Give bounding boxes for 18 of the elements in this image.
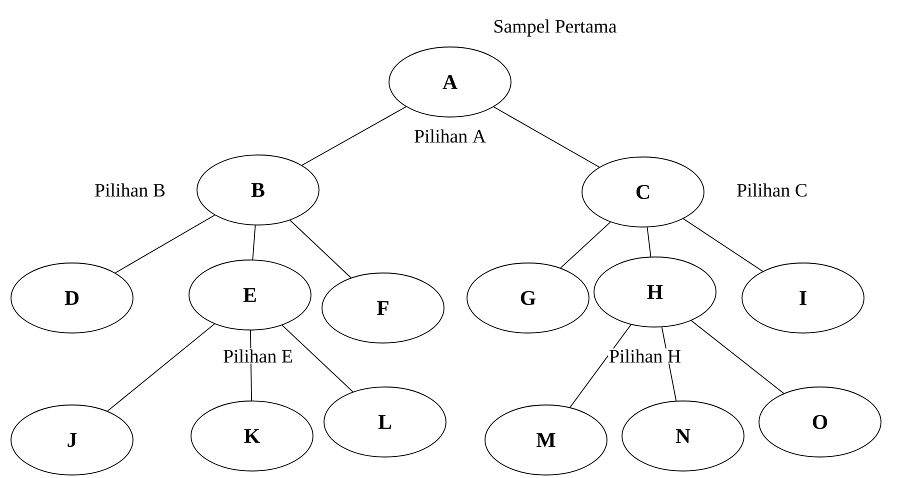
choice-label: Pilihan B [95,183,165,197]
choice-label: Pilihan C [737,183,806,197]
choice-label: Pilihan A [414,129,486,143]
tree-line [682,218,764,272]
tree-line [282,324,354,392]
tree-line [107,323,215,412]
tree-line [690,320,784,394]
choice-label: Pilihan E [224,349,292,363]
tree-line [560,222,611,268]
tree-line [302,106,406,166]
choice-label: Pilihan H [610,349,680,363]
choice-label: Sampel Pertama [494,19,617,37]
tree-line [114,214,216,274]
tree-line [252,224,256,260]
tree-line [570,324,632,408]
tree-line [290,220,352,278]
tree-line [493,106,600,168]
tree-line [646,226,652,258]
